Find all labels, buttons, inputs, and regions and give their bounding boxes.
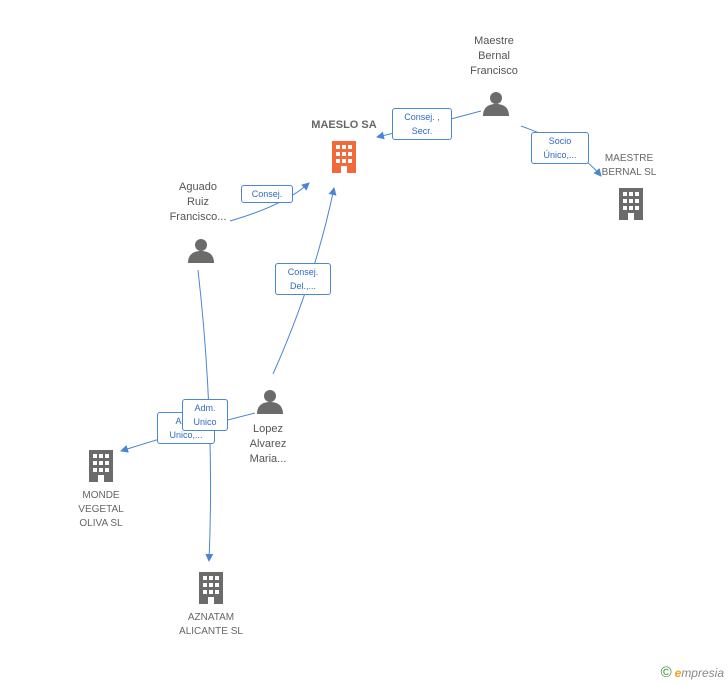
copyright-icon: © <box>660 664 672 681</box>
node-label-aguado-ruiz[interactable]: Aguado Ruiz Francisco... <box>169 181 227 223</box>
brand-footer: ©empresia <box>661 664 724 681</box>
edge-label-consej-secr[interactable]: Consej. , Secr. <box>392 108 452 140</box>
edge-label-consej-del[interactable]: Consej. Del.,... <box>275 263 331 295</box>
node-label-maestre-bernal-sl[interactable]: MAESTRE BERNAL SL <box>601 153 657 178</box>
edge-label-socio-unico[interactable]: Socio Único,... <box>531 132 589 164</box>
building-icon[interactable] <box>619 188 643 220</box>
node-label-aznatam[interactable]: AZNATAM ALICANTE SL <box>179 612 243 637</box>
building-icon[interactable] <box>332 141 356 173</box>
node-label-monde-vegetal[interactable]: MONDE VEGETAL OLIVA SL <box>78 490 124 529</box>
edge-label-adm-unico-aznatam[interactable]: Adm. Unico <box>182 399 228 431</box>
brand-logo-text: mpresia <box>681 666 724 680</box>
brand-logo-initial: e <box>674 666 682 680</box>
edge-aguado-to-maeslo <box>229 182 310 222</box>
building-icon[interactable] <box>199 572 223 604</box>
node-label-maestre-bernal-francisco[interactable]: Maestre Bernal Francisco <box>470 35 518 77</box>
person-icon[interactable] <box>188 239 214 263</box>
node-label-maeslo[interactable]: MAESLO SA <box>311 119 377 131</box>
person-icon[interactable] <box>257 390 283 414</box>
node-label-lopez-alvarez[interactable]: Lopez Alvarez Maria... <box>249 423 287 465</box>
person-icon[interactable] <box>483 92 509 116</box>
edge-label-consej[interactable]: Consej. <box>241 185 293 203</box>
building-icon[interactable] <box>89 450 113 482</box>
